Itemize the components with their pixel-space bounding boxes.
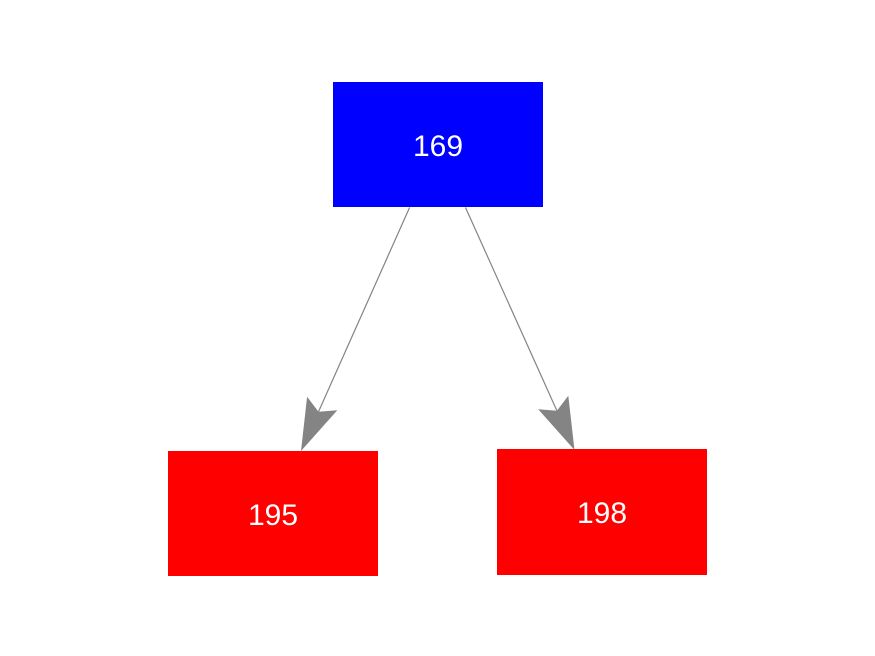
edge-169-to-195-line [317, 207, 411, 412]
node-169[interactable]: 169 [333, 82, 543, 207]
node-label: 169 [412, 129, 464, 163]
node-195[interactable]: 195 [168, 451, 378, 576]
node-198[interactable]: 198 [497, 449, 707, 575]
edge-169-to-198-line [464, 207, 558, 411]
edge-169-to-198 [464, 207, 575, 450]
arrowhead-icon [301, 396, 338, 451]
arrowhead-icon [538, 395, 575, 450]
edge-169-to-195 [301, 207, 411, 451]
node-label: 195 [247, 498, 299, 532]
node-label: 198 [576, 497, 628, 530]
